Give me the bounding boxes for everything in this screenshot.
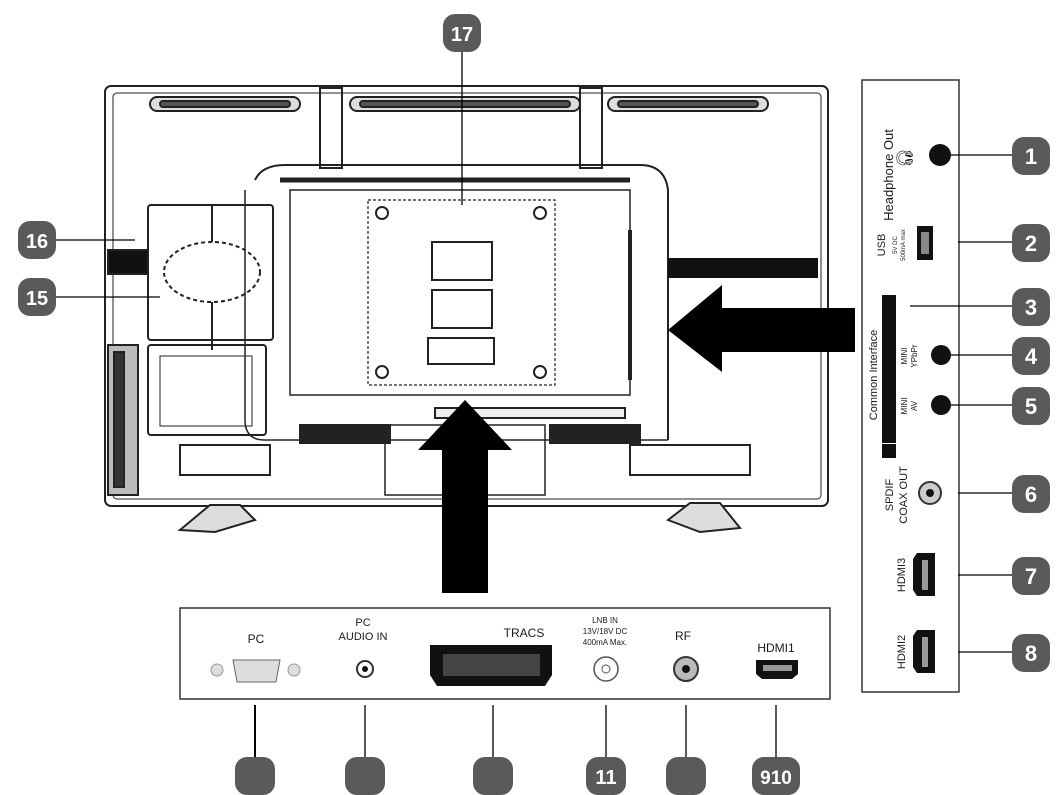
mini-ypbpr-label-1: MINI <box>900 348 909 365</box>
hdmi1-label: HDMI1 <box>757 641 795 655</box>
svg-text:1: 1 <box>1025 144 1037 169</box>
callout-4: 4 <box>1012 337 1050 375</box>
mini-ypbpr-jack[interactable] <box>931 345 951 365</box>
lnb-in-label-2: 13V/18V DC <box>583 627 628 636</box>
callout-7: 7 <box>1012 557 1050 595</box>
callout-8: 8 <box>1012 634 1050 672</box>
mini-av-label-1: MINI <box>900 398 909 415</box>
callout-910: 910 <box>752 757 800 795</box>
svg-text:6: 6 <box>1025 482 1037 507</box>
callout-blank-rf <box>666 757 706 795</box>
pc-label: PC <box>248 632 265 646</box>
spdif-label-2: COAX OUT <box>898 466 910 524</box>
callout-17: 17 <box>443 14 481 52</box>
svg-text:4: 4 <box>1025 344 1038 369</box>
lnb-in-label-3: 400mA Max. <box>583 638 627 647</box>
rf-label: RF <box>675 629 691 643</box>
pc-audio-label-2: AUDIO IN <box>339 631 388 643</box>
callout-blank-pc-audio <box>345 757 385 795</box>
hdmi3-label: HDMI3 <box>896 558 908 592</box>
spdif-label-1: SPDIF <box>884 479 896 512</box>
svg-text:910: 910 <box>760 768 792 789</box>
mini-av-label-2: AV <box>910 400 919 411</box>
common-interface-slot[interactable] <box>882 295 896 443</box>
arrow-to-side-panel <box>668 285 855 372</box>
callout-16: 16 <box>18 221 56 259</box>
svg-text:11: 11 <box>595 767 616 789</box>
callout-5: 5 <box>1012 387 1050 425</box>
pc-audio-label-1: PC <box>355 617 370 629</box>
callout-2: 2 <box>1012 224 1050 262</box>
callout-blank-scart <box>473 757 513 795</box>
svg-text:17: 17 <box>451 24 473 46</box>
mini-ypbpr-label-2: YPbPr <box>910 344 919 367</box>
headphone-jack[interactable] <box>929 144 951 166</box>
scart-label: TRACS <box>504 626 545 640</box>
headphone-icon: 🎧︎ <box>896 148 914 168</box>
svg-text:16: 16 <box>26 231 48 253</box>
pc-vga-port[interactable] <box>210 659 301 683</box>
svg-text:2: 2 <box>1025 231 1037 256</box>
callout-1: 1 <box>1012 137 1050 175</box>
svg-text:3: 3 <box>1025 295 1037 320</box>
usb-label: USB <box>876 234 888 257</box>
callout-15: 15 <box>18 278 56 316</box>
leader-lines <box>56 52 1012 760</box>
callout-3: 3 <box>1012 288 1050 326</box>
svg-text:5: 5 <box>1025 394 1037 419</box>
hdmi2-label: HDMI2 <box>896 635 908 669</box>
lnb-in-label-1: LNB IN <box>592 616 618 625</box>
callout-blank-pc <box>235 757 275 795</box>
svg-text:15: 15 <box>26 288 48 310</box>
usb-spec-2: 500mA max <box>901 229 907 261</box>
svg-text:7: 7 <box>1025 564 1037 589</box>
arrow-to-bottom-panel <box>418 400 512 593</box>
callout-11: 11 <box>586 757 626 795</box>
common-interface-label: Common Interface <box>868 330 880 420</box>
headphone-out-label: Headphone Out <box>881 129 896 221</box>
tv-rear-body <box>104 85 829 534</box>
bottom-connector-panel: PC PC AUDIO IN TRACS LNB IN 13V/18V DC 4… <box>179 607 831 700</box>
callout-6: 6 <box>1012 475 1050 513</box>
callout-badges: 1 2 3 4 5 6 7 8 17 16 15 11 910 <box>18 14 1050 795</box>
side-connector-panel: Headphone Out 🎧︎ USB 5V DC 500mA max Com… <box>861 79 960 693</box>
mini-av-jack[interactable] <box>931 395 951 415</box>
usb-spec-1: 5V DC <box>893 235 899 253</box>
svg-text:8: 8 <box>1025 641 1037 666</box>
